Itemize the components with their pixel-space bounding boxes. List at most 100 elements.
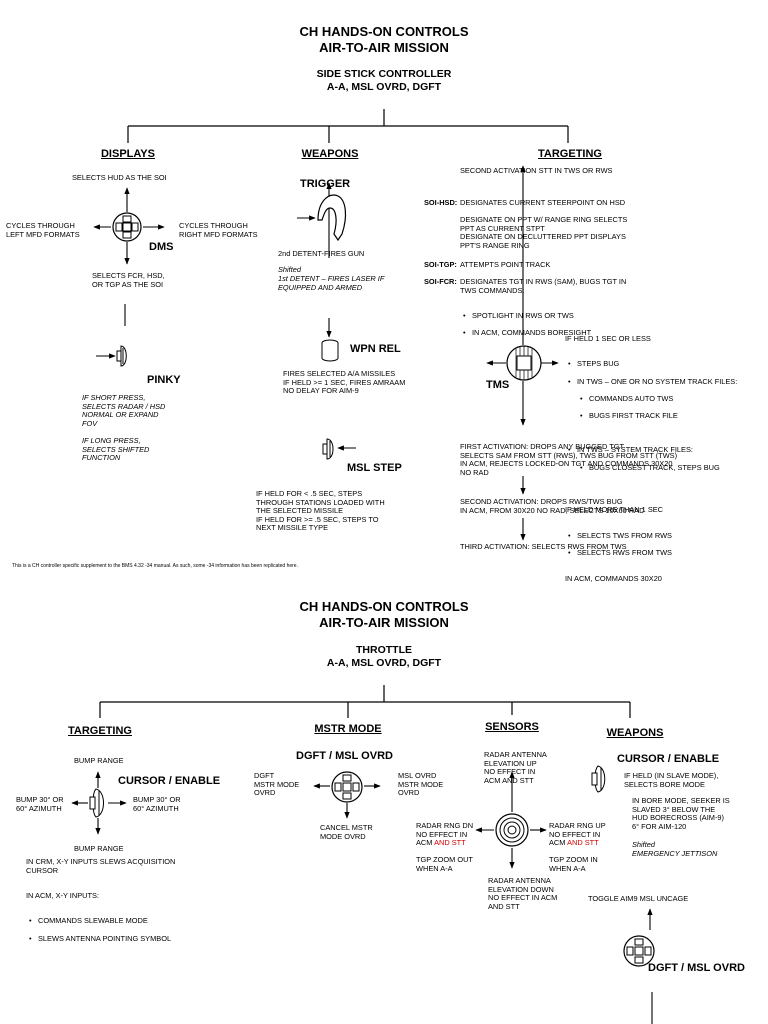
weapons-jettison-text: EMERGENCY JETTISON [632, 849, 718, 858]
throttle-weapons-header: WEAPONS [606, 727, 664, 739]
msl-step-switch-icon [322, 438, 334, 460]
mstr-mode-header: MSTR MODE [314, 723, 382, 735]
cursor-enable-label: CURSOR / ENABLE [118, 775, 221, 787]
sensors-down-text: RADAR ANTENNA ELEVATION DOWN NO EFFECT I… [488, 876, 558, 911]
list-item: SLEWS ANTENNA POINTING SYMBOL [29, 934, 171, 944]
wpn-rel-button-icon [321, 339, 339, 362]
footnote: This is a CH controller specific supplem… [12, 563, 298, 569]
pinky-switch-icon [116, 345, 127, 367]
dms-down-text: SELECTS FCR, HSD, OR TGP AS THE SOI [92, 271, 165, 289]
msl-step-text: IF HELD FOR < .5 SEC, STEPS THROUGH STAT… [256, 489, 385, 533]
mstr-dgft-label: DGFT / MSL OVRD [296, 750, 393, 762]
soi-fcr-bullets: SPOTLIGHT IN RWS OR TWS IN ACM, COMMANDS… [460, 295, 591, 355]
list-item: IN TWS – ONE OR NO SYSTEM TRACK FILES: C… [568, 376, 738, 438]
list-item: STEPS BUG [568, 360, 737, 369]
throttle-targeting-header: TARGETING [68, 725, 132, 737]
weapons-dgft-label: DGFT / MSL OVRD [648, 962, 745, 974]
list-item: SELECTS RWS FROM TWS [568, 549, 737, 558]
list-item: IN ACM, COMMANDS BORESIGHT [463, 329, 591, 338]
cursor-crm-text: IN CRM, X-Y INPUTS SLEWS ACQUISITION CUR… [26, 857, 176, 875]
mstr-left-text: DGFT MSTR MODE OVRD [254, 771, 300, 798]
radar-antenna-knob-icon [495, 813, 529, 847]
weapons-shifted-label: Shifted [632, 840, 656, 849]
bottom-title-line1: CH HANDS-ON CONTROLS [299, 599, 469, 614]
trigger-icon [317, 194, 347, 242]
tms-second-activation-down-text: SECOND ACTIVATION: DROPS RWS/TWS BUG IN … [460, 497, 645, 515]
cursor-enable-slider-icon [89, 788, 104, 818]
dms-label: DMS [149, 241, 174, 253]
list-item-label: IN TWS – ONE OR NO SYSTEM TRACK FILES: [577, 376, 738, 386]
targeting-header: TARGETING [538, 148, 602, 160]
dms-hat-icon [112, 212, 142, 242]
tms-held-long-text: IF HELD MORE THAN 1 SEC [565, 505, 664, 515]
top-title-line1: CH HANDS-ON CONTROLS [299, 24, 469, 39]
dms-left-text: CYCLES THROUGH LEFT MFD FORMATS [6, 221, 80, 239]
cursor-right-text: BUMP 30° OR 60° AZIMUTH [133, 795, 181, 813]
trigger-detent2-text: 2nd DETENT-FIRES GUN [278, 249, 365, 258]
pinky-short-press-text: IF SHORT PRESS, SELECTS RADAR / HSD NORM… [82, 393, 166, 428]
list-item: COMMANDS SLEWABLE MODE [29, 917, 171, 926]
sensors-zoom-out-text: TGP ZOOM OUT WHEN A-A [416, 855, 473, 873]
mstr-right-text: MSL OVRD MSTR MODE OVRD [398, 771, 444, 798]
sensors-left-stt: AND STT [434, 838, 466, 848]
list-item: COMMANDS AUTO TWS [580, 394, 737, 404]
weapons-slave-text: IF HELD (IN SLAVE MODE), SELECTS BORE MO… [624, 771, 719, 789]
list-item: SPOTLIGHT IN RWS OR TWS [463, 312, 591, 321]
tms-label: TMS [486, 379, 510, 391]
bottom-title-line2: AIR-TO-AIR MISSION [319, 615, 449, 630]
sensors-left-text: RADAR RNG DN NO EFFECT IN ACM AND STT [416, 821, 474, 848]
tms-held-acm-text: IN ACM, COMMANDS 30X20 [565, 574, 662, 584]
tms-held-short-block: IF HELD 1 SEC OR LESS STEPS BUG IN TWS –… [565, 326, 737, 592]
soi-tgp-tag: SOI-TGP: [424, 260, 457, 269]
wpn-rel-label: WPN REL [350, 343, 401, 355]
sensors-up-text: RADAR ANTENNA ELEVATION UP NO EFFECT IN … [484, 750, 547, 785]
tms-hat-icon [506, 345, 542, 381]
weapons-cursor-enable-slider-icon [591, 765, 606, 793]
sensors-zoom-in-text: TGP ZOOM IN WHEN A-A [549, 855, 598, 873]
sensors-right-stt: AND STT [567, 838, 599, 848]
pinky-label: PINKY [147, 374, 181, 386]
sensors-header: SENSORS [485, 721, 539, 733]
weapons-header: WEAPONS [301, 148, 359, 160]
soi-hsd-text-1: DESIGNATES CURRENT STEERPOINT ON HSD [460, 198, 626, 207]
dgft-msl-ovrd-toggle-hat-icon [623, 935, 655, 967]
top-subtitle-line1: SIDE STICK CONTROLLER [316, 68, 452, 80]
dgft-msl-ovrd-hat-icon [331, 771, 363, 803]
trigger-shifted-label: Shifted [278, 265, 302, 274]
mstr-down-text: CANCEL MSTR MODE OVRD [320, 823, 373, 841]
top-subtitle-line2: A-A, MSL OVRD, DGFT [326, 81, 442, 93]
wpn-rel-text: FIRES SELECTED A/A MISSILES IF HELD >= 1… [283, 369, 406, 396]
cursor-acm-text: IN ACM, X-Y INPUTS: [26, 890, 99, 900]
msl-step-label: MSL STEP [347, 462, 402, 474]
tms-third-activation-text: THIRD ACTIVATION: SELECTS RWS FROM TWS [460, 542, 627, 551]
soi-fcr-text: DESIGNATES TGT IN RWS (SAM), BUGS TGT IN… [460, 277, 627, 295]
list-item: BUGS CLOSEST TRACK, STEPS BUG [580, 463, 737, 473]
bottom-subtitle-line1: THROTTLE [356, 644, 412, 656]
pinky-long-press-text: IF LONG PRESS, SELECTS SHIFTED FUNCTION [82, 436, 150, 463]
weapons-bore-text: IN BORE MODE, SEEKER IS SLAVED 3° BELOW … [632, 796, 730, 831]
dms-up-text: SELECTS HUD AS THE SOI [72, 173, 167, 182]
list-item: BUGS FIRST TRACK FILE [580, 411, 737, 421]
cursor-down-text: BUMP RANGE [74, 844, 124, 853]
tms-first-activation-text: FIRST ACTIVATION: DROPS ANY BUGGED TGT S… [460, 442, 678, 477]
soi-hsd-text-2: DESIGNATE ON PPT W/ RANGE RING SELECTS P… [460, 215, 628, 250]
dms-right-text: CYCLES THROUGH RIGHT MFD FORMATS [179, 221, 258, 239]
displays-header: DISPLAYS [100, 148, 155, 160]
cursor-acm-block: IN ACM, X-Y INPUTS: COMMANDS SLEWABLE MO… [26, 883, 171, 960]
sensors-right-main: RADAR RNG UP NO EFFECT IN ACM [549, 821, 606, 848]
bottom-subtitle-line2: A-A, MSL OVRD, DGFT [326, 657, 442, 669]
soi-hsd-tag: SOI-HSD: [424, 198, 458, 207]
weapons-toggle-text: TOGGLE AIM9 MSL UNCAGE [588, 894, 689, 903]
cursor-left-text: BUMP 30° OR 60° AZIMUTH [16, 795, 64, 813]
soi-fcr-tag: SOI-FCR: [424, 277, 457, 286]
top-title-line2: AIR-TO-AIR MISSION [319, 40, 449, 55]
soi-tgp-text: ATTEMPTS POINT TRACK [460, 260, 551, 269]
tms-second-activation-text: SECOND ACTIVATION STT IN TWS OR RWS [460, 166, 613, 175]
list-item: IN TWS – SYSTEM TRACK FILES: BUGS CLOSES… [568, 445, 737, 489]
sensors-right-text: RADAR RNG UP NO EFFECT IN ACM AND STT [549, 821, 606, 848]
list-item-label: IN TWS – SYSTEM TRACK FILES: [577, 445, 693, 455]
trigger-label: TRIGGER [300, 178, 351, 190]
list-item: SELECTS TWS FROM RWS [568, 532, 737, 541]
sensors-left-main: RADAR RNG DN NO EFFECT IN ACM [416, 821, 474, 848]
weapons-cursor-enable-label: CURSOR / ENABLE [617, 753, 720, 765]
